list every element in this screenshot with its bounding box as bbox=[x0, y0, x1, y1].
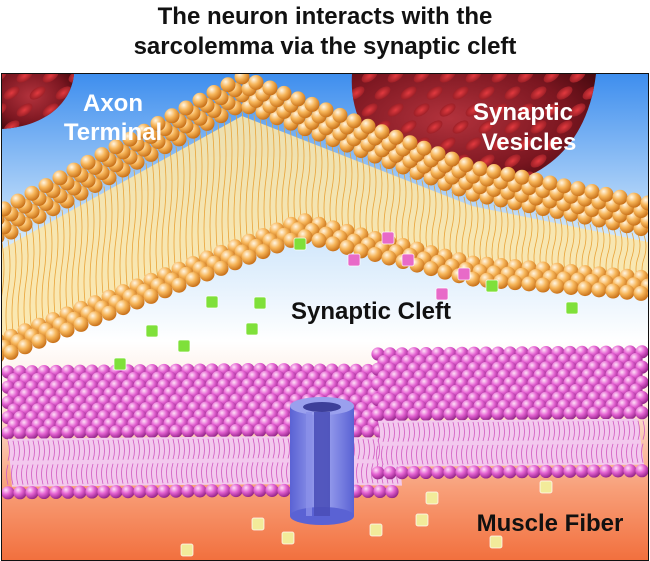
sarcolemma-right-membrane bbox=[371, 345, 648, 480]
label-synaptic-cleft: Synaptic Cleft bbox=[291, 298, 451, 325]
label-vesicles-line2: Vesicles bbox=[482, 129, 577, 156]
label-axon-line2: Terminal bbox=[64, 119, 162, 146]
ion-channel bbox=[290, 397, 354, 525]
diagram-canvas: Axon Terminal Synaptic Vesicles Synaptic… bbox=[1, 73, 649, 561]
label-axon-line1: Axon bbox=[83, 90, 143, 117]
label-vesicles-line1: Synaptic bbox=[473, 99, 573, 126]
neurotransmitter-molecules bbox=[113, 231, 579, 557]
diagram-title: The neuron interacts with the sarcolemma… bbox=[133, 3, 517, 60]
label-muscle-fiber: Muscle Fiber bbox=[477, 510, 624, 537]
axon-terminal-membrane bbox=[2, 74, 648, 362]
